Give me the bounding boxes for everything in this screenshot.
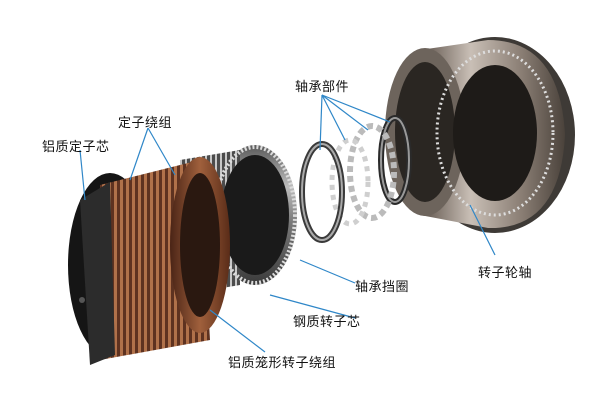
leader-lines	[79, 94, 496, 353]
label-steel-rotor-core: 钢质转子芯	[293, 315, 361, 330]
label-stator-winding: 定子绕组	[118, 116, 173, 131]
label-rotor-hub-shaft: 转子轮轴	[478, 266, 533, 281]
label-aluminum-cage-rotor-winding: 铝质笼形转子绕组	[228, 356, 337, 371]
label-bearing-parts: 轴承部件	[295, 80, 350, 95]
label-bearing-retainer-ring: 轴承挡圈	[355, 280, 410, 295]
rotor-hub-shaft	[385, 37, 575, 233]
aluminum-stator-core	[68, 157, 230, 365]
label-aluminum-stator-core: 铝质定子芯	[42, 140, 110, 155]
bearing-parts	[299, 115, 412, 243]
